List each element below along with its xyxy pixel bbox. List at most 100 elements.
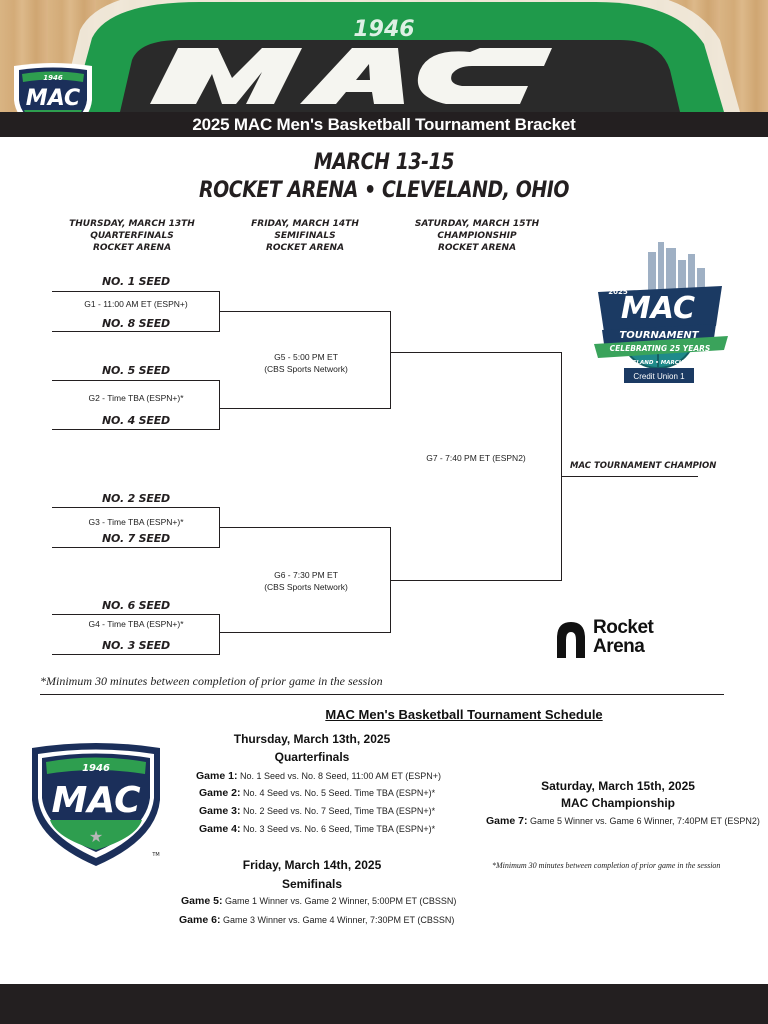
column-day: THURSDAY, MARCH 13TH	[69, 219, 195, 229]
schedule-row: Game 5: Game 1 Winner vs. Game 2 Winner,…	[181, 895, 456, 907]
floor-year-text: 1946	[353, 17, 414, 42]
mac-logo-large: 1946 MAC ★ TM	[32, 743, 160, 866]
schedule-thursday-date: Thursday, March 13th, 2025	[233, 732, 391, 746]
schedule-game-label: Game 3:	[199, 805, 241, 817]
schedule-row: Game 1: No. 1 Seed vs. No. 8 Seed, 11:00…	[196, 770, 441, 782]
bracket-line	[391, 352, 561, 353]
schedule-game-text: No. 1 Seed vs. No. 8 Seed, 11:00 AM ET (…	[239, 771, 441, 781]
seed-label: NO. 1 SEED	[102, 275, 170, 288]
mac-logo-year: 1946	[43, 74, 63, 82]
bracket-line	[52, 331, 219, 332]
game-5-info: G5 - 5:00 PM ET (CBS Sports Network)	[222, 351, 390, 375]
schedule-friday-round: Semifinals	[281, 877, 343, 891]
mac-logo-tm: TM	[151, 852, 159, 858]
game-5-network: (CBS Sports Network)	[264, 364, 348, 374]
column-round: SEMIFINALS	[274, 231, 336, 241]
event-dates: MARCH 13-15	[313, 150, 455, 175]
bracket-line	[52, 380, 219, 381]
rocket-arena-wordmark: Rocket Arena	[593, 617, 654, 656]
column-day: FRIDAY, MARCH 14TH	[251, 219, 359, 229]
schedule-row: Game 6: Game 3 Winner vs. Game 4 Winner,…	[179, 914, 454, 926]
bracket-line	[561, 352, 562, 581]
game-6-time: G6 - 7:30 PM ET	[274, 570, 338, 580]
bracket-line	[220, 632, 390, 633]
column-header-thursday: THURSDAY, MARCH 13TH QUARTERFINALS ROCKE…	[52, 218, 212, 254]
bracket-line	[562, 476, 698, 477]
schedule-game-label: Game 6:	[179, 914, 221, 926]
column-round: CHAMPIONSHIP	[437, 231, 517, 241]
schedule-game-text: No. 2 Seed vs. No. 7 Seed, Time TBA (ESP…	[242, 806, 436, 816]
schedule-game-text: Game 3 Winner vs. Game 4 Winner, 7:30PM …	[222, 915, 455, 925]
bracket-line	[219, 507, 220, 548]
bracket-line	[220, 527, 390, 528]
column-venue: ROCKET ARENA	[92, 243, 172, 253]
column-venue: ROCKET ARENA	[265, 243, 345, 253]
schedule-game-text: Game 5 Winner vs. Game 6 Winner, 7:40PM …	[529, 816, 760, 826]
seed-label: NO. 6 SEED	[102, 599, 170, 612]
column-venue: ROCKET ARENA	[437, 243, 517, 253]
schedule-friday-date: Friday, March 14th, 2025	[242, 858, 382, 872]
rocket-arena-line1: Rocket	[593, 617, 654, 638]
tournament-logo-wordmark: MAC	[621, 291, 695, 326]
column-header-friday: FRIDAY, MARCH 14TH SEMIFINALS ROCKET ARE…	[225, 218, 385, 254]
bracket-line	[220, 311, 390, 312]
schedule-row: Game 4: No. 3 Seed vs. No. 6 Seed, Time …	[199, 823, 435, 835]
seed-label: NO. 5 SEED	[102, 364, 170, 377]
bracket-line	[220, 408, 390, 409]
event-venue: ROCKET ARENA • CLEVELAND, OHIO	[198, 178, 570, 203]
mac-logo-year: 1946	[82, 763, 110, 774]
bracket-line	[52, 654, 219, 655]
seed-label: NO. 4 SEED	[102, 414, 170, 427]
section-divider	[40, 694, 724, 695]
footer-bar	[0, 984, 768, 1024]
bracket-line	[52, 429, 219, 430]
bracket-line	[219, 291, 220, 332]
tournament-logo-year: 2025	[608, 288, 628, 296]
bracket-line	[52, 507, 219, 508]
star-icon: ★	[89, 827, 103, 846]
rocket-arena-mark-icon	[557, 622, 585, 658]
bracket-line	[390, 527, 391, 633]
schedule-saturday-date: Saturday, March 15th, 2025	[541, 779, 695, 793]
game-7-info: G7 - 7:40 PM ET (ESPN2)	[426, 453, 526, 463]
game-3-info: G3 - Time TBA (ESPN+)*	[88, 517, 184, 527]
column-day: SATURDAY, MARCH 15TH	[414, 219, 540, 229]
column-round: QUARTERFINALS	[90, 231, 174, 241]
tournament-logo: MAC 2025 TOURNAMENT CELEBRATING 25 YEARS…	[594, 242, 728, 383]
court-floor-graphic: 1946	[60, 0, 740, 112]
schedule-game-label: Game 5:	[181, 895, 223, 907]
bracket-line	[390, 311, 391, 409]
game-4-info: G4 - Time TBA (ESPN+)*	[88, 619, 184, 629]
schedule-row: Game 3: No. 2 Seed vs. No. 7 Seed, Time …	[199, 805, 435, 817]
game-2-info: G2 - Time TBA (ESPN+)*	[88, 393, 184, 403]
game-6-network: (CBS Sports Network)	[264, 582, 348, 592]
hero-banner: 1946	[0, 0, 768, 112]
schedule-row: Game 2: No. 4 Seed vs. No. 5 Seed. Time …	[199, 787, 435, 799]
schedule-game-label: Game 1:	[196, 770, 238, 782]
game-5-time: G5 - 5:00 PM ET	[274, 352, 338, 362]
schedule-game-label: Game 4:	[199, 823, 241, 835]
seed-label: NO. 2 SEED	[102, 492, 170, 505]
game-1-info: G1 - 11:00 AM ET (ESPN+)	[84, 299, 188, 309]
schedule-game-label: Game 2:	[199, 787, 241, 799]
seed-label: NO. 8 SEED	[102, 317, 170, 330]
champion-label: MAC TOURNAMENT CHAMPION	[570, 461, 717, 471]
bracket-line	[52, 614, 219, 615]
seed-label: NO. 7 SEED	[102, 532, 170, 545]
seed-label: NO. 3 SEED	[102, 639, 170, 652]
bracket-line	[52, 291, 219, 292]
rocket-arena-logo: Rocket Arena	[553, 618, 663, 660]
game-6-info: G6 - 7:30 PM ET (CBS Sports Network)	[222, 569, 390, 593]
mac-logo-wordmark: MAC	[26, 86, 80, 111]
mac-logo-wordmark: MAC	[52, 780, 142, 821]
schedule-game-text: No. 3 Seed vs. No. 6 Seed, Time TBA (ESP…	[242, 824, 436, 834]
schedule-game-label: Game 7:	[486, 815, 528, 827]
bracket-line	[219, 380, 220, 430]
schedule-game-text: Game 1 Winner vs. Game 2 Winner, 5:00PM …	[224, 896, 457, 906]
schedule-row: Game 7: Game 5 Winner vs. Game 6 Winner,…	[486, 815, 760, 827]
page-title: 2025 MAC Men's Basketball Tournament Bra…	[192, 114, 576, 134]
schedule-footnote: *Minimum 30 minutes between completion o…	[492, 861, 721, 870]
column-header-saturday: SATURDAY, MARCH 15TH CHAMPIONSHIP ROCKET…	[397, 218, 557, 254]
bracket-line	[391, 580, 561, 581]
title-bar: 2025 MAC Men's Basketball Tournament Bra…	[0, 112, 768, 137]
